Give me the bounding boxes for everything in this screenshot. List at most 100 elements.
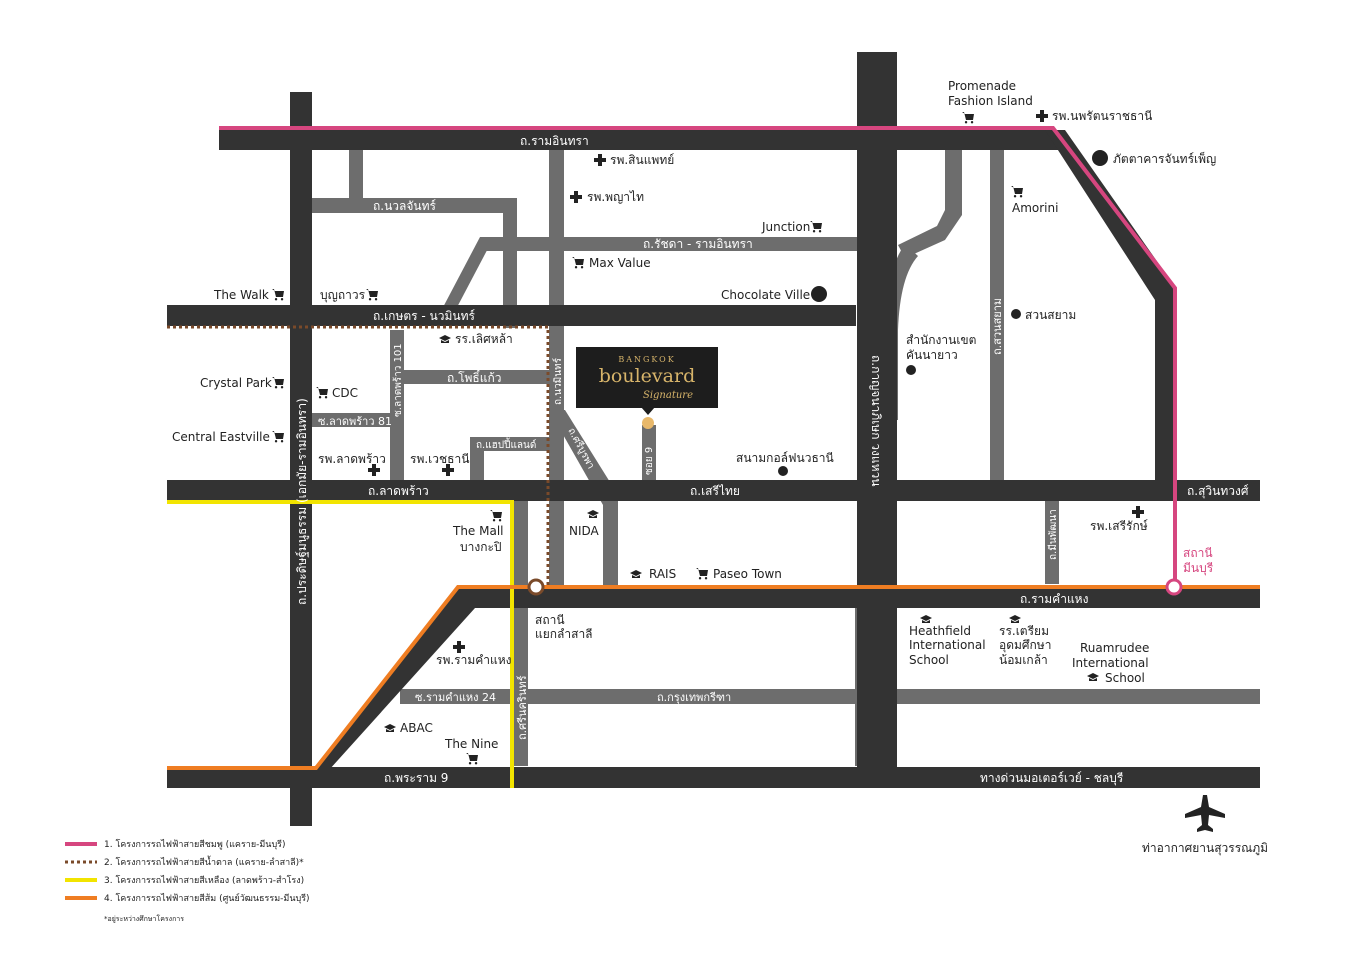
place-amorini: Amorini [1012,201,1058,215]
road-pho-kaeo: ถ.โพธิ์แก้ว [447,369,502,385]
road-suan-siam: ถ.สวนสยาม [991,298,1004,355]
road-suwinthawong: ถ.สุวินทวงศ์ [1187,484,1249,499]
shopping-cart-icon [272,431,284,443]
place-nida: NIDA [569,524,600,538]
place-the-walk: The Walk [213,288,269,302]
road-soi-9: ซอย 9 [644,447,655,475]
place-khannayao-office-line2: คันนายาว [906,348,958,362]
legend-item-yellow: 3. โครงการรถไฟฟ้าสายสีเหลือง (ลาดพร้าว-ส… [104,875,304,886]
road-sri-nakarin: ถ.ศรีนครินทร์ [516,675,529,740]
place-phyathai-hospital: รพ.พญาไท [587,190,644,204]
legend-item-brown: 2. โครงการรถไฟฟ้าสายสีน้ำตาล (แคราย-ลำสา… [104,855,304,868]
place-heathfield-line2: International [909,638,986,652]
place-sinphaet-hospital: รพ.สินแพทย์ [610,153,674,167]
shopping-cart-icon [1011,186,1023,198]
project-logo-box [576,347,718,408]
shopping-cart-icon [272,289,284,301]
place-chocolate-ville: Chocolate Ville [721,288,810,302]
road-seri-thai: ถ.เสรีไทย [690,484,740,498]
place-heathfield-line3: School [909,653,949,667]
school-cap-icon [439,335,451,343]
road-kaset-nawamin: ถ.เกษตร - นวมินทร์ [373,309,476,323]
school-cap-icon [1087,673,1099,681]
road-krungthep-kreetha: ถ.กรุงเทพกรีฑา [657,691,731,704]
place-lamsali-station: สถานี [535,613,565,627]
restaurant-icon [811,286,827,302]
hospital-cross-icon [453,641,465,653]
place-paseo-town: Paseo Town [713,567,782,581]
place-central-eastville: Central Eastville [172,430,270,444]
shopping-cart-icon [696,568,708,580]
project-marker: BANGKOK boulevard Signature [576,347,718,429]
shopping-cart-icon [572,257,584,269]
golf-dot-icon [778,466,788,476]
place-cdc: CDC [332,386,358,400]
place-junction: Junction [761,220,810,234]
place-triam-udom-line2: อุดมศึกษา [999,638,1051,653]
place-ruamrudee: Ruamrudee [1080,641,1149,655]
airplane-icon [1185,795,1225,832]
pink-line [219,126,1177,586]
place-nopparat-hospital: รพ.นพรัตนราชธานี [1052,109,1152,123]
shopping-cart-icon [962,112,974,124]
road-pradit-manutham: ถ.ประดิษฐ์มนูธรรม (เอกมัย-รามอินทรา) [295,398,310,605]
hospital-cross-icon [570,191,582,203]
brown-line [167,325,550,587]
place-rais: RAIS [649,567,676,581]
road-rama-9: ถ.พระราม 9 [384,771,448,785]
place-the-mall-line2: บางกะปิ [460,540,502,554]
place-suvarnabhumi-airport: ท่าอากาศยานสุวรรณภูมิ [1142,841,1268,856]
legend-item-orange: 4. โครงการรถไฟฟ้าสายสีส้ม (ศูนย์วัฒนธรรม… [104,892,310,904]
legend-item-pink: 1. โครงการรถไฟฟ้าสายสีชมพู (แคราย-มีนบุร… [104,839,286,850]
shopping-cart-icon [272,377,284,389]
road-soi-ram-24: ซ.รามคำแหง 24 [415,691,496,704]
transit-lines [167,126,1260,788]
place-bunthavorn: บุญถาวร [320,288,366,303]
shopping-cart-icon [466,753,478,765]
school-cap-icon [920,615,932,623]
main-roads [167,52,1260,826]
park-dot-icon [1011,309,1021,319]
orange-line [167,585,1260,770]
road-soi-ladprao-101: ซ.ลาดพร้าว 101 [392,343,404,417]
place-ramkhamhaeng-hospital: รพ.รามคำแหง [436,653,512,667]
place-ruamrudee-line3: School [1105,671,1145,685]
place-heathfield: Heathfield [909,624,971,638]
shopping-cart-icon [366,289,378,301]
road-min-phatthana: ถ.มีนพัฒนา [1047,509,1059,560]
place-nawathani-golf: สนามกอล์ฟนวธานี [736,451,834,465]
project-location-dot [642,417,654,429]
place-lertla-school: รร.เลิศหล้า [455,332,513,346]
place-crystal-park: Crystal Park [200,376,272,390]
road-kanchanaphisek: ถ.กาญจนาภิเษก วงแหวน [869,355,883,486]
yellow-line [167,500,514,788]
place-promenade: Promenade [948,79,1016,93]
place-ladprao-hospital: รพ.ลาดพร้าว [318,452,386,466]
points-of-interest: Promenade Fashion Island รพ.นพรัตนราชธาน… [172,79,1268,856]
road-soi-ladprao-81: ซ.ลาดพร้าว 81 [318,415,392,428]
school-cap-icon [587,510,599,518]
place-chan-phen-restaurant: ภัตตาคารจันทร์เพ็ญ [1113,151,1216,166]
road-nuan-chan: ถ.นวลจันทร์ [373,199,437,213]
restaurant-icon [1092,150,1108,166]
road-motorway: ทางด่วนมอเตอร์เวย์ - ชลบุรี [980,771,1124,786]
place-abac: ABAC [400,721,433,735]
hospital-cross-icon [368,464,380,476]
place-vejthani-hospital: รพ.เวชธานี [410,452,469,466]
road-nawamin: ถ.นวมินทร์ [552,357,564,405]
place-max-value: Max Value [589,256,651,270]
shopping-cart-icon [316,387,328,399]
hospital-cross-icon [594,154,606,166]
shopping-cart-icon [490,510,502,522]
school-cap-icon [630,570,642,578]
legend: 1. โครงการรถไฟฟ้าสายสีชมพู (แคราย-มีนบุร… [65,839,310,923]
road-ratchada-ram-inthra: ถ.รัชดา - รามอินทรา [643,237,753,251]
place-triam-udom-line3: น้อมเกล้า [999,653,1048,667]
place-triam-udom: รร.เตรียม [999,624,1049,638]
legend-note: *อยู่ระหว่างศึกษาโครงการ [104,914,184,923]
project-brand-script: Signature [643,390,693,401]
shopping-cart-icon [810,221,822,233]
office-dot-icon [906,365,916,375]
place-promenade-line2: Fashion Island [948,94,1033,108]
